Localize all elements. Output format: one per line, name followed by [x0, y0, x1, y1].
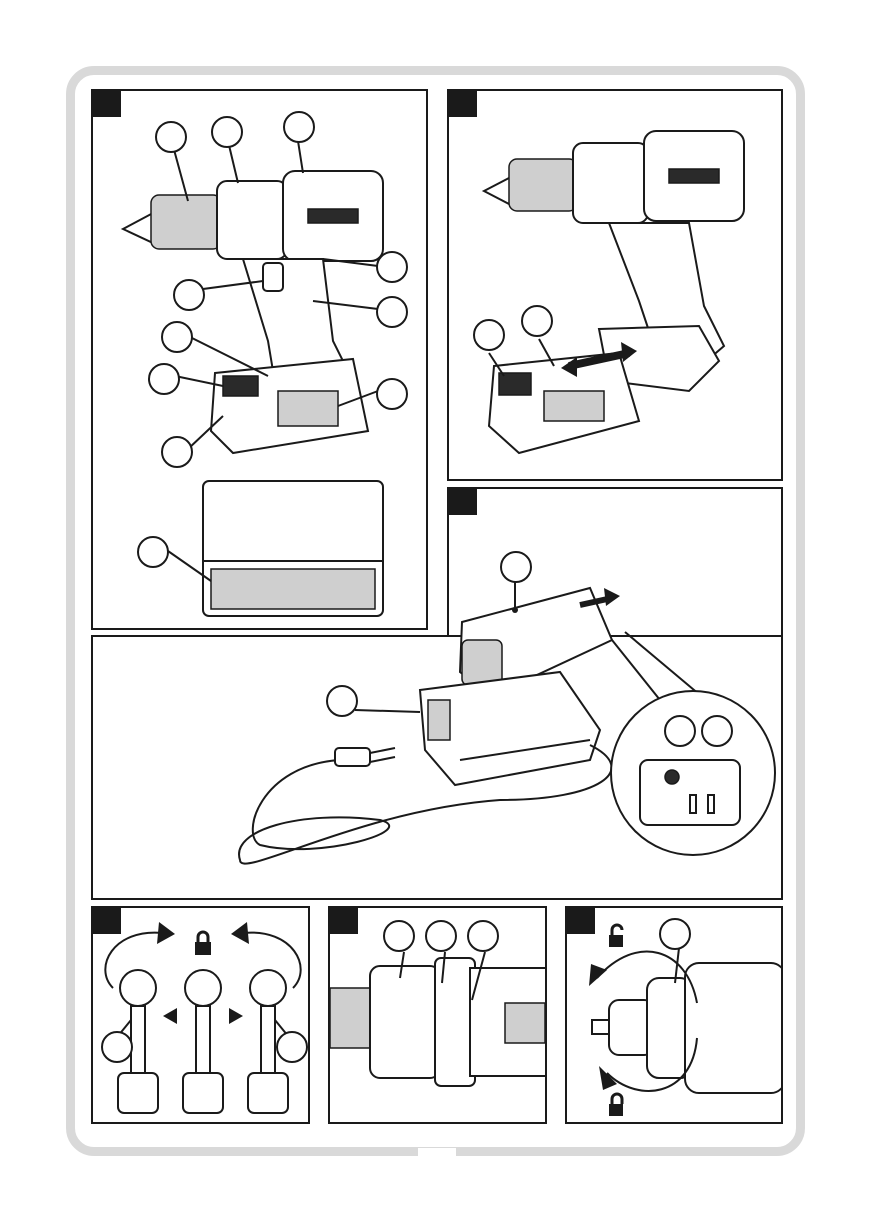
- callout-torque-ring: [211, 116, 243, 148]
- unlock-icon: [609, 925, 623, 947]
- callout-torque-scale: [425, 920, 457, 952]
- callout-battery-release: [521, 305, 553, 337]
- panel-drill-parts: [91, 89, 428, 630]
- panel-charger-wide: [91, 635, 783, 900]
- direction-switch-illustration: [93, 908, 310, 1124]
- callout-trigger: [173, 279, 205, 311]
- callout-reverse: [276, 1031, 308, 1063]
- lock-icon: [195, 932, 211, 955]
- panel-direction-switch: [91, 906, 310, 1124]
- callout-battery-indicator: [161, 436, 193, 468]
- callout-charger: [326, 685, 358, 717]
- callout-gear-selector: [283, 111, 315, 143]
- panel-battery-insertion: [447, 89, 783, 481]
- callout-torque-ring: [383, 920, 415, 952]
- callout-direction-switch: [376, 251, 408, 283]
- callout-gear-selector: [467, 920, 499, 952]
- callout-charged-battery: [500, 551, 532, 583]
- lock-icon: [609, 1094, 623, 1116]
- panel-charger: [447, 487, 783, 637]
- callout-forward: [101, 1031, 133, 1063]
- callout-chuck: [659, 918, 691, 950]
- callout-chuck: [155, 121, 187, 153]
- frame-gap: [418, 1148, 456, 1162]
- callout-handle: [376, 296, 408, 328]
- callout-accessory-case: [137, 536, 169, 568]
- callout-charge-led: [701, 715, 733, 747]
- panel-keyless-chuck: [565, 906, 783, 1124]
- callout-led-light: [161, 321, 193, 353]
- callout-power-led: [664, 715, 696, 747]
- callout-battery: [148, 363, 180, 395]
- panel-tag: [449, 489, 477, 515]
- callout-battery-indicator: [473, 319, 505, 351]
- callout-belt-clip: [376, 378, 408, 410]
- battery-insertion-illustration: [449, 91, 783, 481]
- panel-torque-gear: [328, 906, 547, 1124]
